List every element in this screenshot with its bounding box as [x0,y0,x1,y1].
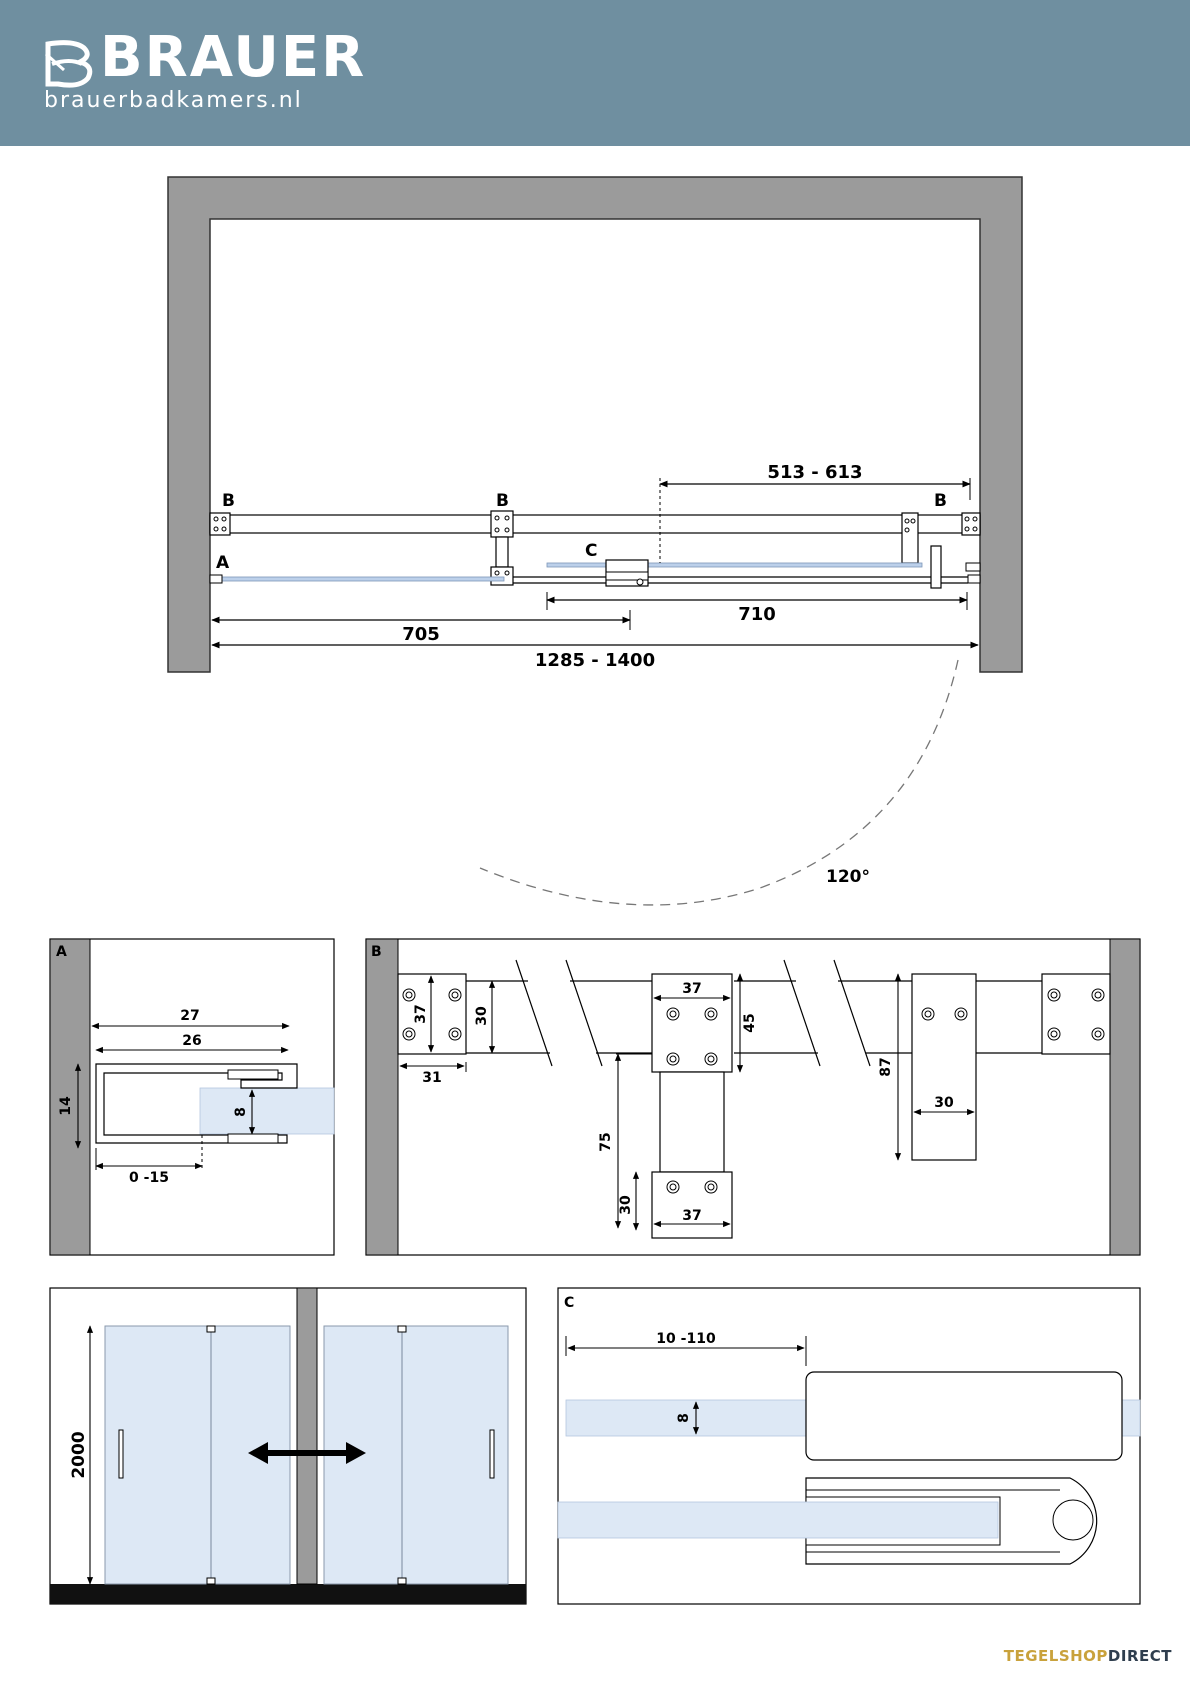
detail-a-dim-0-15: 0 -15 [129,1170,169,1186]
angle-120: 120° [826,867,870,887]
detail-a-panel: A 27 26 14 8 0 -15 [49,938,335,1256]
dim-705: 705 [402,624,440,645]
dim-710: 710 [738,604,776,625]
brand-name: BRAUER [100,25,367,90]
detail-b-dim-45: 45 [742,1013,758,1032]
detail-c-title: C [564,1295,574,1311]
roller-wheel-icon [1052,1499,1094,1541]
detail-a-dim-26: 26 [182,1033,201,1049]
stabilizer-bar [209,514,981,534]
detail-b-panel: B 37 30 31 37 [365,938,1141,1256]
brauer-logo-icon [45,40,93,88]
detail-a-dim-14: 14 [58,1096,74,1116]
detail-c-dim-10-110: 10 -110 [656,1331,716,1347]
bracket-b-right [961,512,981,536]
detail-c-lower-glass [557,1501,999,1539]
detail-c-panel: C 10 -110 8 [557,1287,1141,1605]
label-b-right: B [934,491,947,511]
detail-b-title: B [371,944,382,960]
detail-b-dim-37-left: 37 [413,1004,429,1023]
door-swing-arc [479,659,959,906]
detail-b-dim-30-right: 30 [934,1095,954,1111]
detail-c-dim-8: 8 [676,1413,692,1423]
fixed-glass-panel [211,576,505,582]
detail-b-dim-87: 87 [878,1057,894,1076]
detail-a-glass [199,1087,335,1135]
dim-1285-1400: 1285 - 1400 [535,650,655,671]
detail-b-dim-30-left: 30 [474,1006,490,1026]
detail-a-dim-27: 27 [180,1008,199,1024]
front-view-panel: 2000 [49,1287,527,1605]
header-banner: BRAUER brauerbadkamers.nl [0,0,1190,146]
wall-u-shape [167,176,1023,673]
label-a: A [216,553,230,573]
brand-website: brauerbadkamers.nl [44,88,303,113]
detail-b-dim-75: 75 [598,1132,614,1151]
detail-b-dim-37-top: 37 [682,981,701,997]
detail-b-dim-37-bottom: 37 [682,1208,701,1224]
handle-post [930,545,942,589]
detail-a-title: A [56,944,67,960]
label-c: C [585,541,597,561]
dim-513-613: 513 - 613 [767,462,862,483]
detail-a-dim-8: 8 [233,1107,249,1117]
top-view: B B B A C 513 - 613 710 705 1285 - 1400 … [167,176,1023,906]
bracket-b-middle [490,510,514,538]
footer-brand-part2: DIRECT [1107,1647,1172,1665]
detail-b-dim-31: 31 [422,1070,441,1086]
center-wall [296,1287,318,1585]
bracket-b-left [209,512,231,536]
label-b-left: B [222,491,235,511]
sliding-glass-panel [546,562,923,568]
bracket-b-right-arm [901,512,919,564]
footer-brand-part1: TEGELSHOP [1003,1647,1108,1665]
floor [50,1584,526,1604]
label-b-middle: B [496,491,509,511]
detail-b-dim-30-bottom: 30 [618,1195,634,1215]
footer-brand: TEGELSHOPDIRECT [1004,1647,1172,1665]
front-dim-2000: 2000 [69,1431,89,1478]
